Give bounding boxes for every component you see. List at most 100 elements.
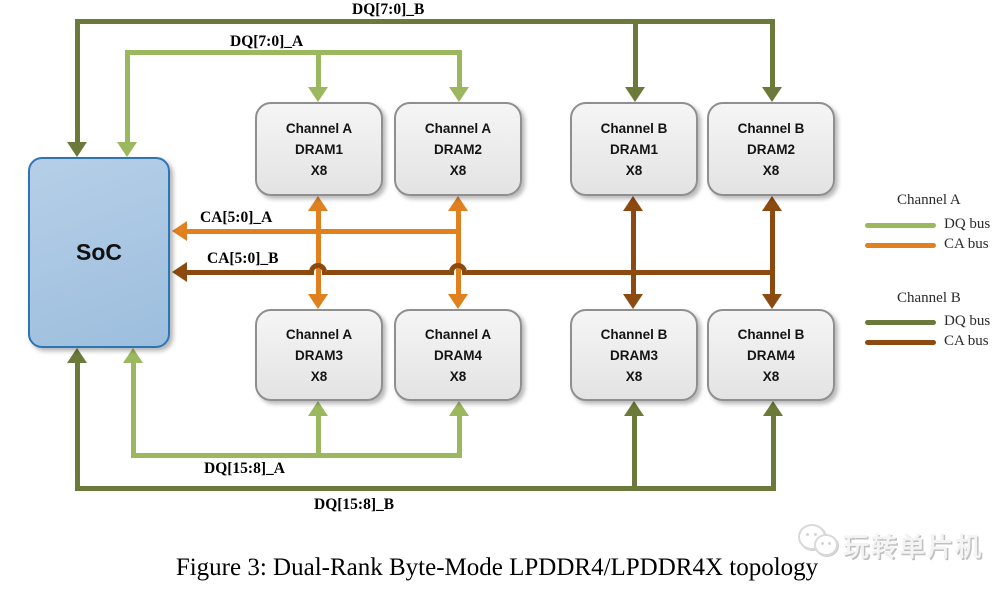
dq-a-top-bus-line [125, 50, 461, 55]
dram-label: DRAM2 [746, 141, 795, 157]
dram-block-channel-b-dram2: Channel B DRAM2 X8 [707, 102, 835, 196]
dq-a-top-bus-line [125, 50, 130, 143]
dram-label: X8 [762, 162, 780, 178]
dram-block-channel-a-dram3: Channel A DRAM3 X8 [255, 309, 383, 401]
arrowhead-down-icon [67, 142, 87, 157]
dram-label: DRAM1 [609, 141, 658, 157]
dram-label: DRAM3 [294, 347, 343, 363]
dq-b-bottom-bus-line [75, 362, 80, 491]
dram-block-channel-b-dram4: Channel B DRAM4 X8 [707, 309, 835, 401]
dram-label: Channel A [424, 326, 492, 342]
dram-label: Channel B [600, 326, 668, 342]
ca-a-bus-line [186, 229, 460, 234]
ca-b-bus-line [631, 209, 636, 295]
ca-b-hop-arc [309, 263, 327, 275]
dram-label: Channel A [285, 120, 353, 136]
watermark-text: 玩转单片机 [843, 532, 984, 562]
legend-channel-b-dq-label: DQ bus [944, 313, 991, 329]
ca-b-bus-line [467, 270, 775, 275]
dram-label: X8 [310, 368, 328, 384]
dram-label: X8 [449, 368, 467, 384]
arrowhead-up-icon [123, 348, 143, 363]
ca-b-bus-line [186, 270, 310, 275]
arrowhead-down-icon [623, 294, 643, 309]
dram-label: Channel A [424, 120, 492, 136]
arrowhead-up-icon [448, 196, 468, 211]
dram-block-channel-a-dram2: Channel A DRAM2 X8 [394, 102, 522, 196]
bus-label-ca-5-0-b: CA[5:0]_B [207, 250, 279, 267]
dram-label: DRAM1 [294, 141, 343, 157]
dq-b-top-bus-line [75, 19, 775, 24]
soc-block: SoC [28, 157, 170, 348]
arrowhead-left-icon [172, 221, 187, 241]
dq-a-bottom-bus-line [457, 415, 462, 458]
bus-label-dq-15-8-a: DQ[15:8]_A [204, 460, 285, 477]
dram-label: Channel B [737, 120, 805, 136]
dram-label: DRAM3 [609, 347, 658, 363]
dram-label: X8 [762, 368, 780, 384]
arrowhead-up-icon [67, 348, 87, 363]
dram-label: X8 [625, 368, 643, 384]
dq-b-bottom-bus-line [75, 486, 775, 491]
legend-channel-b-ca-label: CA bus [944, 333, 989, 349]
watermark-logo-icon [814, 534, 838, 556]
bus-label-dq-7-0-a: DQ[7:0]_A [230, 33, 304, 50]
legend-swatch-channel-b-ca [865, 340, 936, 345]
dq-b-bottom-bus-line [771, 415, 776, 491]
legend-swatch-channel-a-dq [865, 223, 936, 228]
arrowhead-up-icon [762, 196, 782, 211]
arrowhead-up-icon [449, 401, 469, 416]
legend-swatch-channel-a-ca [865, 243, 936, 248]
legend-channel-a-title: Channel A [897, 192, 961, 208]
dq-b-top-bus-line [633, 19, 638, 88]
ca-a-bus-line [316, 209, 321, 295]
arrowhead-left-icon [172, 262, 187, 282]
dram-label: Channel A [285, 326, 353, 342]
dq-a-bottom-bus-line [316, 415, 321, 458]
dq-a-bottom-bus-line [131, 453, 461, 458]
arrowhead-up-icon [623, 196, 643, 211]
arrowhead-down-icon [308, 87, 328, 102]
arrowhead-down-icon [308, 294, 328, 309]
ca-b-hop-arc [449, 263, 467, 275]
arrowhead-down-icon [448, 294, 468, 309]
dram-block-channel-a-dram1: Channel A DRAM1 X8 [255, 102, 383, 196]
dq-a-top-bus-line [457, 50, 462, 88]
arrowhead-down-icon [449, 87, 469, 102]
arrowhead-up-icon [763, 401, 783, 416]
ca-a-bus-line [456, 209, 461, 295]
arrowhead-down-icon [625, 87, 645, 102]
ca-b-bus-line [327, 270, 449, 275]
figure-caption: Figure 3: Dual-Rank Byte-Mode LPDDR4/LPD… [175, 554, 819, 581]
dq-b-top-bus-line [770, 19, 775, 88]
dram-label: X8 [310, 162, 328, 178]
bus-label-dq-7-0-b: DQ[7:0]_B [352, 1, 425, 18]
legend-swatch-channel-b-dq [865, 320, 936, 325]
arrowhead-up-icon [308, 401, 328, 416]
legend-channel-a-dq-label: DQ bus [944, 216, 991, 232]
bus-label-dq-15-8-b: DQ[15:8]_B [314, 496, 395, 513]
dq-b-bottom-bus-line [632, 415, 637, 491]
dram-label: DRAM2 [433, 141, 482, 157]
dq-a-bottom-bus-line [131, 362, 136, 458]
arrowhead-down-icon [762, 294, 782, 309]
dram-label: X8 [625, 162, 643, 178]
dram-block-channel-b-dram3: Channel B DRAM3 X8 [570, 309, 698, 401]
dram-block-channel-a-dram4: Channel A DRAM4 X8 [394, 309, 522, 401]
legend-channel-b-title: Channel B [897, 290, 961, 306]
dram-block-channel-b-dram1: Channel B DRAM1 X8 [570, 102, 698, 196]
dq-b-top-bus-line [75, 19, 80, 143]
arrowhead-up-icon [624, 401, 644, 416]
dram-label: Channel B [600, 120, 668, 136]
arrowhead-down-icon [117, 142, 137, 157]
dram-label: DRAM4 [433, 347, 482, 363]
soc-label: SoC [76, 239, 122, 265]
arrowhead-up-icon [308, 196, 328, 211]
legend-channel-a-ca-label: CA bus [944, 236, 989, 252]
arrowhead-down-icon [762, 87, 782, 102]
dram-label: DRAM4 [746, 347, 795, 363]
ca-b-bus-line [770, 209, 775, 295]
bus-label-ca-5-0-a: CA[5:0]_A [200, 209, 273, 226]
dq-a-top-bus-line [316, 50, 321, 88]
